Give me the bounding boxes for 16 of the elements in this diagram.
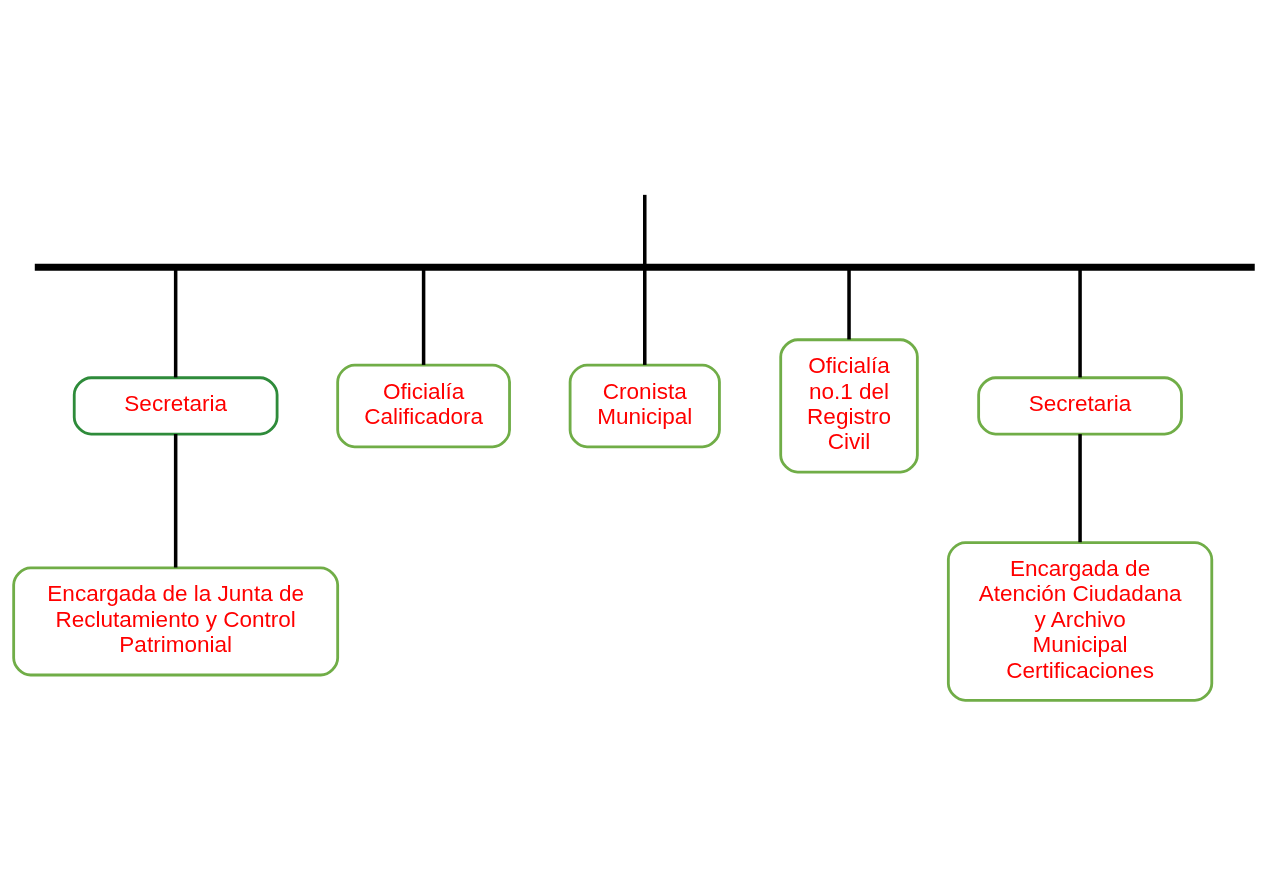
node-box: Oficialía Calificadora	[336, 363, 511, 449]
node-box: Encargada de Atención Ciudadana y Archivo Municipal Certificaciones	[946, 541, 1214, 702]
connector	[1078, 269, 1082, 378]
connector	[173, 434, 178, 568]
connector	[847, 269, 851, 340]
node-box: Secretaria	[977, 376, 1183, 436]
connector	[421, 269, 426, 365]
node-box: Encargada de la Junta de Reclutamiento y Control Patrimonial	[12, 566, 340, 677]
node-box: Secretaria	[72, 376, 279, 436]
connector	[173, 269, 178, 378]
connector	[643, 194, 647, 265]
node-box: Oficialía no.1 del Registro Civil	[779, 338, 919, 474]
connector	[1078, 434, 1082, 543]
node-bar	[34, 263, 1255, 271]
connector	[643, 269, 647, 365]
node-box: Cronista Municipal	[568, 363, 721, 449]
